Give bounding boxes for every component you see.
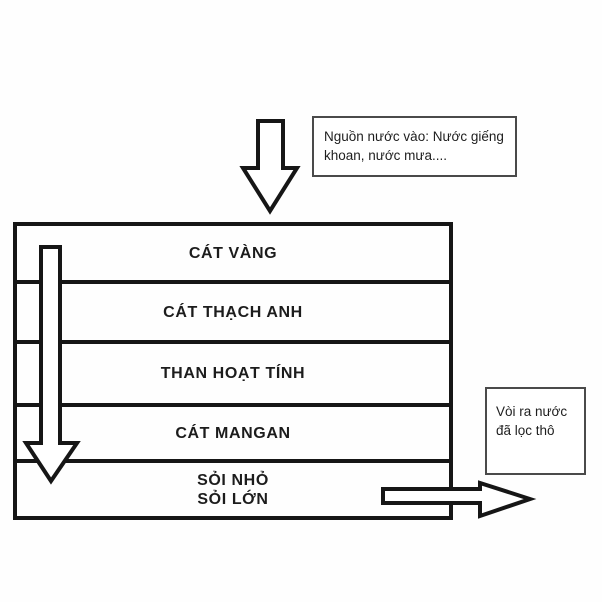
layer-than-hoat-tinh: THAN HOẠT TÍNH <box>17 344 449 407</box>
layer-cat-mangan: CÁT MANGAN <box>17 407 449 463</box>
layer-cat-thach-anh: CÁT THẠCH ANH <box>17 284 449 344</box>
filter-column-box: CÁT VÀNG CÁT THẠCH ANH THAN HOẠT TÍNH CÁ… <box>13 222 453 520</box>
layer-label: SỎI LỚN <box>197 490 269 508</box>
layer-cat-vang: CÁT VÀNG <box>17 226 449 284</box>
inlet-down-arrow-icon <box>239 119 301 215</box>
layer-label: CÁT THẠCH ANH <box>163 303 303 321</box>
layer-label: SỎI NHỎ <box>197 471 269 489</box>
layer-label: THAN HOẠT TÍNH <box>160 365 306 382</box>
layer-label: CÁT MANGAN <box>175 424 291 442</box>
outlet-note-text: Vòi ra nước đã lọc thô <box>496 404 568 438</box>
inlet-note-text: Nguồn nước vào: Nước giếng khoan, nước m… <box>324 129 504 163</box>
layer-label: CÁT VÀNG <box>188 244 278 262</box>
inlet-note-box: Nguồn nước vào: Nước giếng khoan, nước m… <box>312 116 517 177</box>
outlet-note-box: Vòi ra nước đã lọc thô <box>485 387 586 475</box>
layer-soi: SỎI NHỎ SỎI LỚN <box>17 463 449 516</box>
